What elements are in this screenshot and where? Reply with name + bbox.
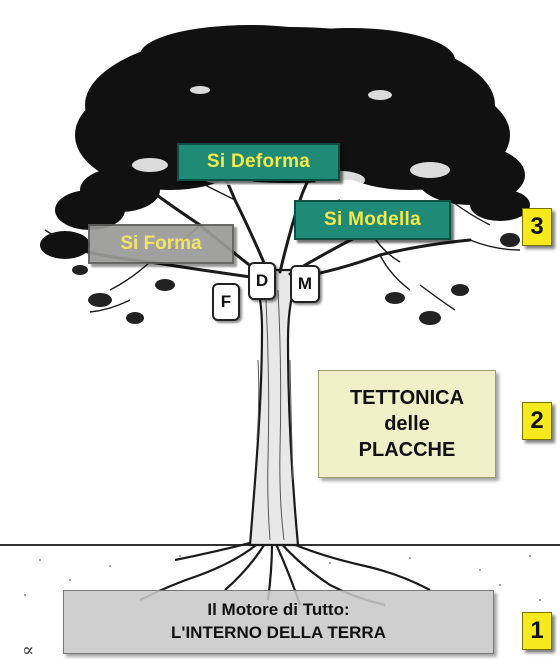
si-forma-text: Si Forma (120, 233, 201, 255)
tag-f-text: F (221, 292, 231, 312)
tag-f: F (212, 283, 240, 321)
level-1-text: 1 (530, 617, 543, 645)
tag-d: D (248, 262, 276, 300)
tettonica-line1: TETTONICA (350, 385, 464, 411)
level-2-tag: 2 (522, 402, 552, 440)
level-1-tag: 1 (522, 612, 552, 650)
si-forma-label: Si Forma (88, 224, 234, 264)
level-3-tag: 3 (522, 208, 552, 246)
tree-trunk (250, 270, 300, 545)
tettonica-line2: delle (384, 411, 430, 437)
motore-box: Il Motore di Tutto: L'INTERNO DELLA TERR… (63, 590, 494, 654)
motore-line1: Il Motore di Tutto: (207, 599, 349, 622)
motore-line2: L'INTERNO DELLA TERRA (171, 622, 386, 645)
si-deforma-text: Si Deforma (207, 151, 310, 173)
level-3-text: 3 (530, 213, 543, 241)
corner-mark: ∝ (22, 640, 34, 659)
tag-m: M (290, 265, 320, 303)
si-modella-text: Si Modella (324, 209, 421, 231)
si-deforma-label: Si Deforma (177, 143, 340, 181)
tettonica-line3: PLACCHE (359, 437, 456, 463)
level-2-text: 2 (530, 407, 543, 435)
tag-m-text: M (298, 274, 312, 294)
tag-d-text: D (256, 271, 268, 291)
tettonica-box: TETTONICA delle PLACCHE (318, 370, 496, 478)
si-modella-label: Si Modella (294, 200, 451, 240)
